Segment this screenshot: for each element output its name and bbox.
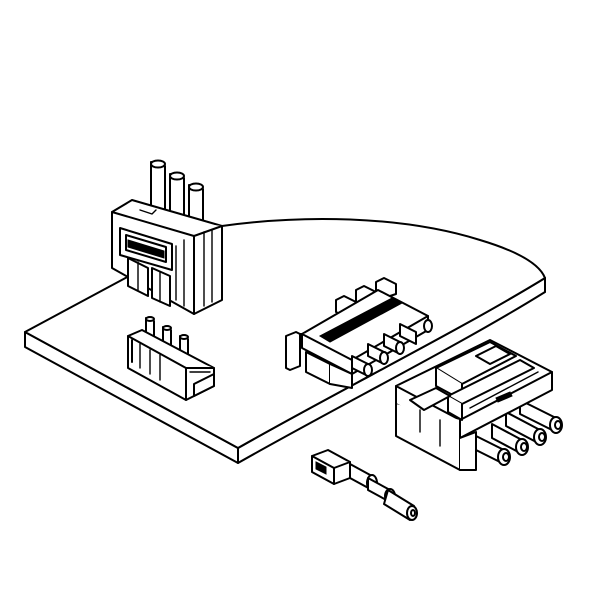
vertical-pin-header-3pin	[127, 316, 215, 401]
vertical-connector-housing-3pin	[111, 159, 223, 315]
right-angle-header-4pin	[285, 277, 433, 389]
crimp-terminal	[311, 449, 418, 521]
inline-receptacle-housing-4pin	[395, 339, 563, 471]
